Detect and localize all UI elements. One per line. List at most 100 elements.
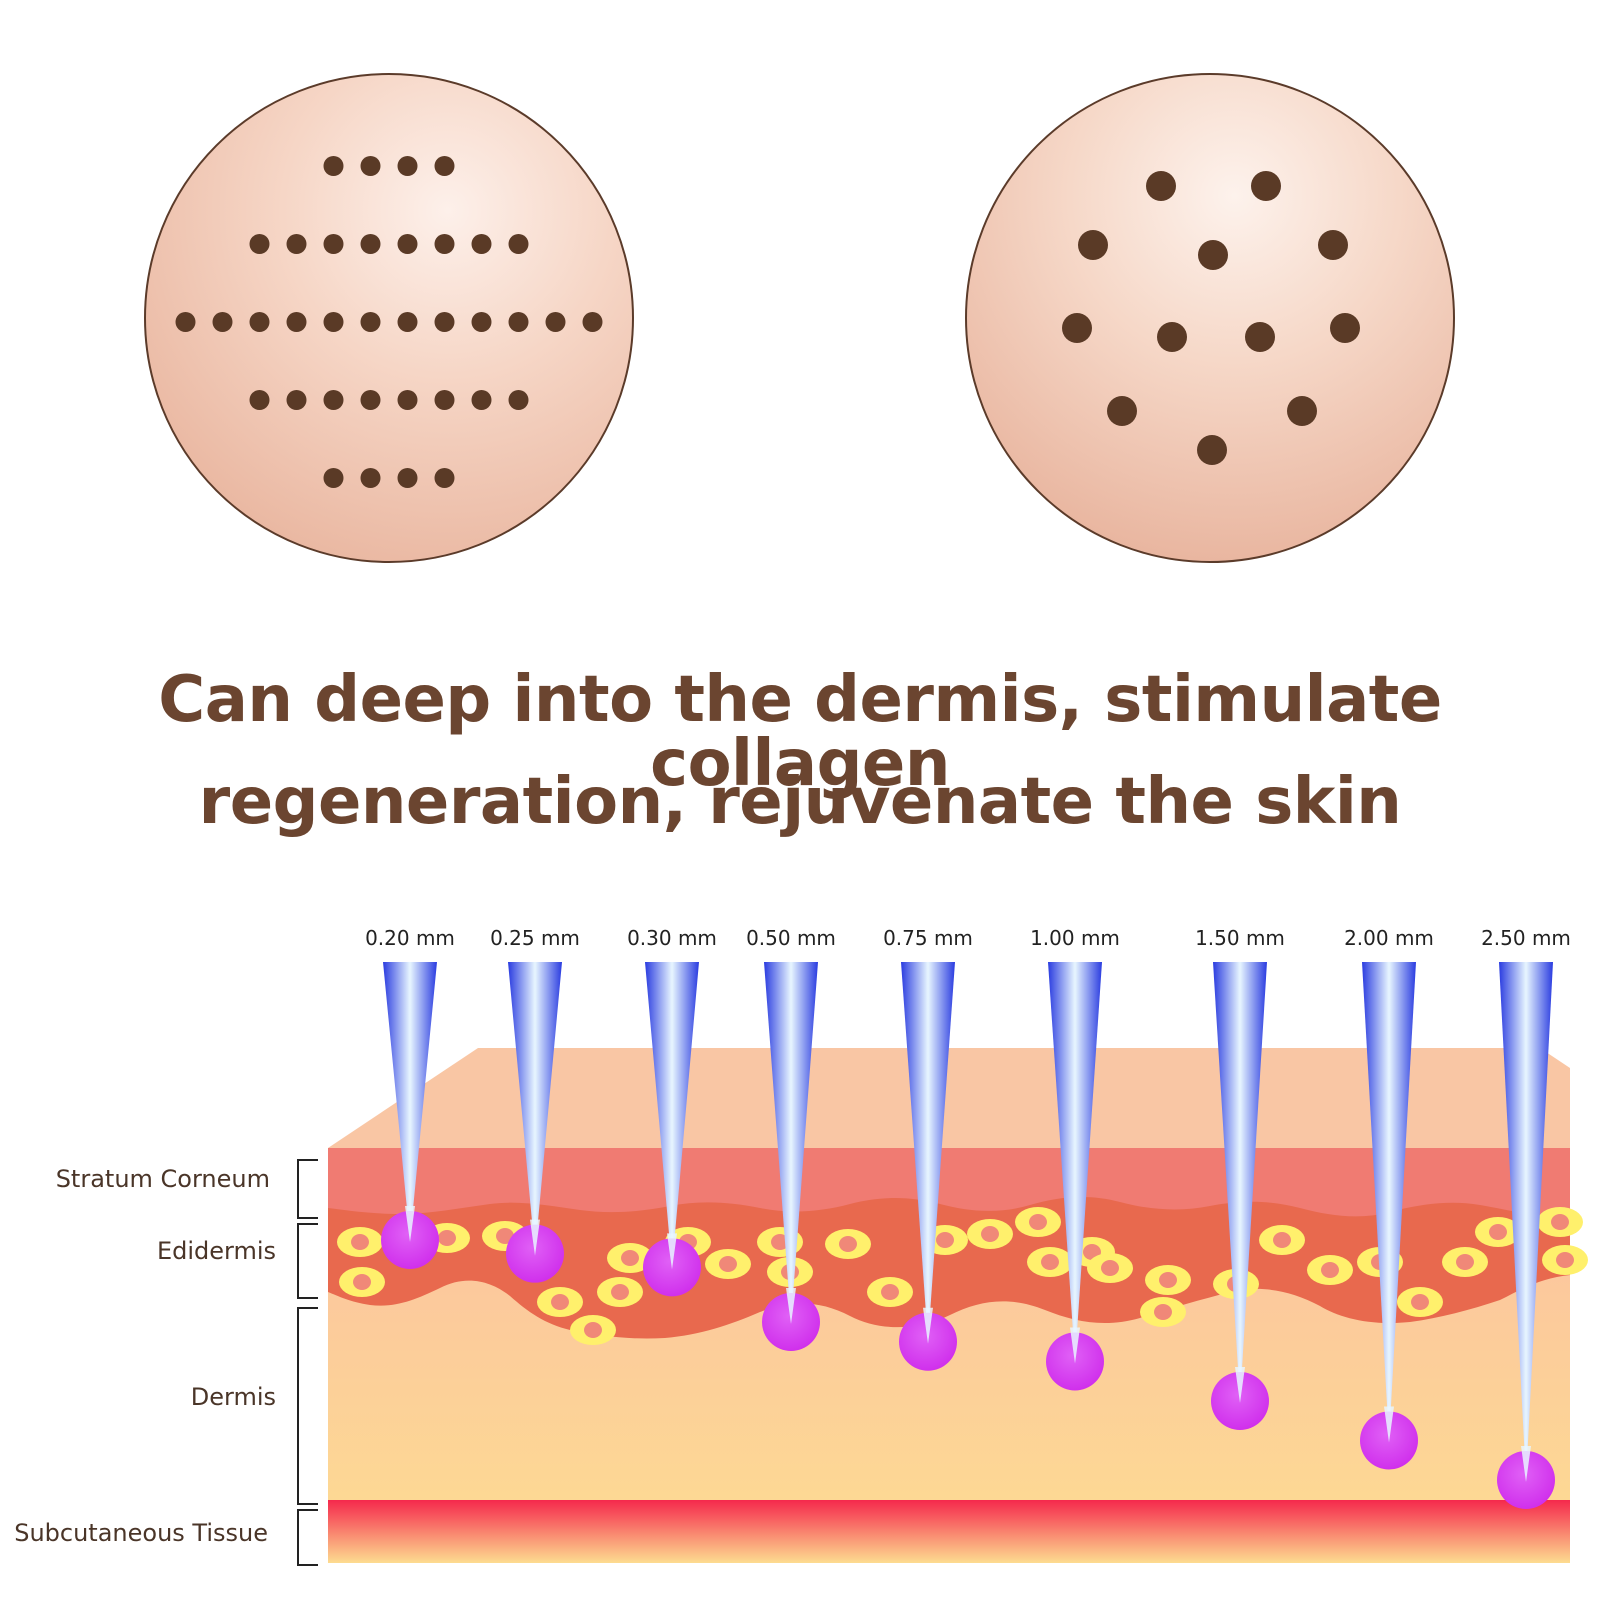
needle-shaft [1213, 962, 1267, 1401]
left-dot [286, 234, 307, 254]
left-dot [397, 312, 418, 332]
epidermis-cell [705, 1249, 751, 1279]
layer-labels: Stratum Corneum Edidermis Dermis Subcuta… [14, 1159, 318, 1566]
epidermis-cell [1542, 1245, 1588, 1275]
left-dot [323, 156, 344, 176]
left-dot [434, 468, 455, 488]
right-dot [1078, 230, 1108, 260]
epidermis-cell [1397, 1287, 1443, 1317]
needle-shaft [1499, 962, 1553, 1480]
needle: 0.50 mm [746, 926, 836, 1351]
needle-depth-label: 0.25 mm [490, 926, 580, 950]
epidermis-cell [1140, 1297, 1186, 1327]
left-dot [249, 234, 270, 254]
left-dot [471, 234, 492, 254]
right-dot [1062, 313, 1092, 343]
bracket-subcutaneous [297, 1509, 318, 1566]
epidermis-cell [1015, 1207, 1061, 1237]
needle: 1.50 mm [1195, 926, 1285, 1430]
epidermis-cell [337, 1227, 383, 1257]
epidermis-cell [597, 1277, 643, 1307]
left-dot [508, 234, 529, 254]
needle-shaft [1362, 962, 1416, 1441]
left-dot [323, 390, 344, 410]
needle-depth-label: 2.50 mm [1481, 926, 1571, 950]
epidermis-cell [1027, 1247, 1073, 1277]
epidermis-cell [1145, 1265, 1191, 1295]
left-dot [508, 312, 529, 332]
needle: 0.25 mm [490, 926, 580, 1283]
left-dot [582, 312, 603, 332]
needle-shaft [383, 962, 437, 1240]
headline-line-1: Can deep into the dermis, stimulate coll… [158, 663, 1442, 801]
left-dot [508, 390, 529, 410]
needle: 1.00 mm [1030, 926, 1120, 1391]
epidermis-cells [337, 1207, 1588, 1345]
label-subcutaneous-tissue: Subcutaneous Tissue [14, 1519, 268, 1547]
needle-row: 0.20 mm 0.25 mm 0.30 mm 0.50 mm 0.75 mm 1.00 … [365, 926, 1571, 1509]
needle-depth-label: 0.50 mm [746, 926, 836, 950]
epidermis-cell [967, 1219, 1013, 1249]
left-dot [323, 468, 344, 488]
left-dot [360, 234, 381, 254]
headline-line-2: regeneration, rejuvenate the skin [198, 765, 1402, 839]
left-dot [212, 312, 233, 332]
needle-depth-label: 0.75 mm [883, 926, 973, 950]
epidermis-cell [1259, 1225, 1305, 1255]
left-dot [323, 312, 344, 332]
epidermis-cell [1537, 1207, 1583, 1237]
epidermis-cell [1307, 1255, 1353, 1285]
epidermis-cell [570, 1315, 616, 1345]
right-dot [1318, 230, 1348, 260]
needle-shaft [764, 962, 818, 1322]
needle-shaft [1048, 962, 1102, 1362]
left-dot-grid [175, 156, 603, 488]
needle-shaft [645, 962, 699, 1268]
needle: 0.75 mm [883, 926, 973, 1371]
left-dot [471, 312, 492, 332]
left-dot [397, 390, 418, 410]
left-dot [360, 390, 381, 410]
left-dot [545, 312, 566, 332]
left-dot [471, 390, 492, 410]
needle-depth-label: 1.50 mm [1195, 926, 1285, 950]
epidermis-cell [1087, 1253, 1133, 1283]
left-dot [434, 156, 455, 176]
left-dot [397, 234, 418, 254]
right-dot-cluster [1062, 171, 1360, 465]
right-skin-circle [965, 73, 1455, 563]
right-dot [1157, 322, 1187, 352]
left-dot [360, 156, 381, 176]
left-skin-circle [144, 73, 634, 563]
stratum-corneum-layer [328, 1148, 1570, 1217]
left-dot [249, 312, 270, 332]
left-dot [397, 468, 418, 488]
epidermis-cell [1442, 1247, 1488, 1277]
epidermis-cell [1475, 1217, 1521, 1247]
bracket-epidermis [297, 1223, 318, 1299]
right-dot [1287, 396, 1317, 426]
needle-depth-label: 0.20 mm [365, 926, 455, 950]
left-dot [249, 390, 270, 410]
needle-depth-label: 1.00 mm [1030, 926, 1120, 950]
left-dot [286, 312, 307, 332]
needle-depth-label: 2.00 mm [1344, 926, 1434, 950]
epidermis-cell [607, 1243, 653, 1273]
needle: 2.50 mm [1481, 926, 1571, 1509]
needle: 2.00 mm [1344, 926, 1434, 1470]
needle-depth-label: 0.30 mm [627, 926, 717, 950]
needle: 0.20 mm [365, 926, 455, 1269]
left-dot [434, 234, 455, 254]
left-dot [360, 468, 381, 488]
right-dot [1330, 313, 1360, 343]
right-dot [1251, 171, 1281, 201]
epidermis-cell [825, 1229, 871, 1259]
right-dot [1198, 240, 1228, 270]
right-dot [1197, 435, 1227, 465]
bracket-stratum-corneum [297, 1159, 318, 1219]
needle: 0.30 mm [627, 926, 717, 1297]
epidermis-cell [339, 1267, 385, 1297]
label-dermis: Dermis [191, 1383, 276, 1411]
